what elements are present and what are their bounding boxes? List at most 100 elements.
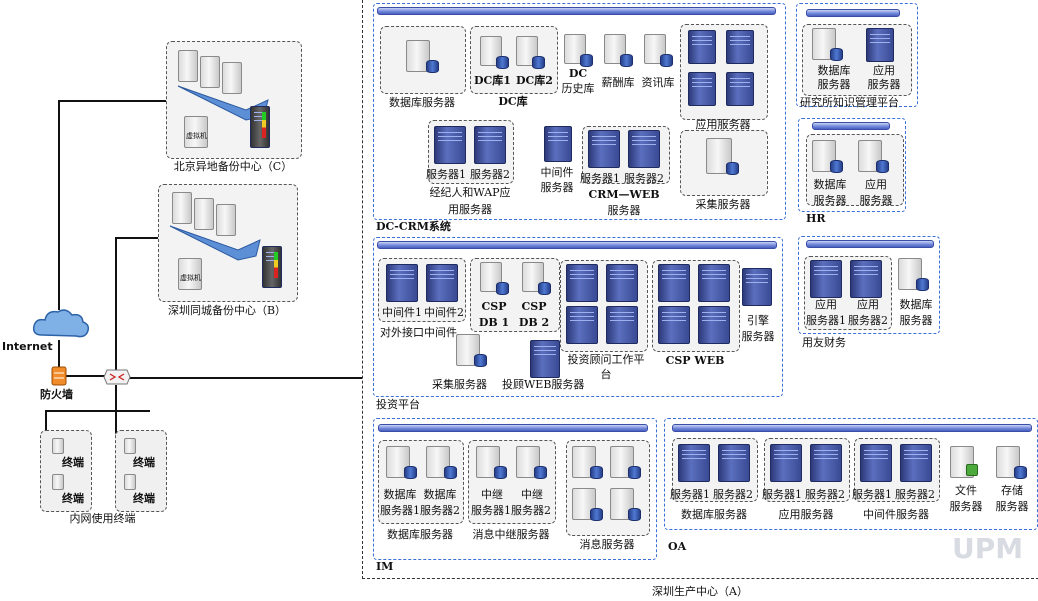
csp-db2-label-1: CSP [521, 300, 547, 313]
im-db1-label-1: 数据库 [383, 488, 417, 501]
im-db1-label-2: 服务器1 [380, 504, 420, 517]
switch-icon [103, 369, 131, 385]
db-icon [474, 354, 487, 367]
crm-web-label-2: 服务器 [607, 204, 641, 217]
terminal-label: 终端 [133, 456, 155, 469]
research-app-label-2: 服务器 [867, 78, 901, 91]
oa-mw-label: 中间件服务器 [863, 508, 929, 521]
pc-icon [124, 438, 136, 454]
dc-lib-1-label: DC库1 [474, 74, 511, 87]
shenzhen-storage-rack [262, 246, 282, 288]
invest-mw-server-2 [426, 264, 458, 302]
link-switch-production [125, 377, 362, 379]
rack-lights [274, 252, 278, 278]
advisor-server [566, 306, 598, 344]
advisor-label-1: 投资顾问工作平 [567, 353, 645, 366]
storage-label-2: 服务器 [995, 500, 1029, 513]
link-term-h [45, 410, 150, 412]
yonyou-bus [806, 240, 934, 248]
dc-crm-bus [377, 7, 776, 15]
hr-bus [812, 122, 890, 130]
research-db-server [812, 28, 836, 60]
csp-db2-label-2: DB 2 [518, 316, 550, 329]
engine-label-2: 服务器 [741, 330, 775, 343]
broker-server-2 [474, 126, 506, 164]
oa-db-server-2 [718, 444, 750, 482]
oa-db-item-2: 服务器2 [713, 488, 753, 501]
db-icon [628, 508, 641, 521]
info-label: 资讯库 [641, 76, 675, 89]
hr-db-server [812, 140, 836, 172]
db-icon [532, 56, 545, 69]
invest-group [373, 237, 783, 397]
engine-label-1: 引擎 [747, 314, 769, 327]
db-icon [494, 466, 507, 479]
shenzhen-vm-server [178, 258, 202, 290]
app-server [688, 30, 716, 64]
yonyou-app-server-2 [850, 260, 882, 298]
oa-label: OA [668, 540, 687, 553]
advisor-server [606, 306, 638, 344]
oa-app-item-2: 服务器2 [805, 488, 845, 501]
research-db-label-2: 服务器 [817, 78, 851, 91]
oa-mw-server-1 [860, 444, 892, 482]
research-label: 研究所知识管理平台 [800, 96, 899, 109]
yonyou-db-label-2: 服务器 [899, 314, 933, 327]
invest-mw-item-2: 中间件2 [424, 306, 464, 319]
collect-label: 采集服务器 [695, 198, 751, 211]
dc-crm-label: DC-CRM系统 [376, 220, 451, 233]
hr-db-label-2: 服务器 [813, 194, 847, 207]
production-center-label: 深圳生产中心（A） [652, 585, 748, 598]
terminal-label: 终端 [62, 456, 84, 469]
terminal-label: 终端 [133, 492, 155, 505]
middleware-server [544, 126, 572, 162]
db-icon [916, 278, 929, 291]
research-db-label-1: 数据库 [817, 64, 851, 77]
db-icon [726, 162, 739, 175]
dc-app-label: 应用服务器 [695, 118, 751, 131]
oa-mw-server-2 [900, 444, 932, 482]
oa-app-server-2 [810, 444, 842, 482]
oa-db-item-1: 服务器1 [670, 488, 710, 501]
middleware-label-2: 服务器 [540, 181, 574, 194]
production-center-boundary [362, 0, 1038, 579]
invest-mw-item-1: 中间件1 [382, 306, 422, 319]
pc-icon [124, 474, 136, 490]
db-icon [444, 466, 457, 479]
yonyou-app-server-1 [810, 260, 842, 298]
link-firewall [58, 340, 60, 370]
app-server [726, 72, 754, 106]
dc-lib-label: DC库 [498, 95, 528, 108]
beijing-vm-label: 虚拟机 [186, 132, 207, 140]
db-icon [496, 56, 509, 69]
dc-lib-2-label: DC库2 [516, 74, 553, 87]
shenzhen-server-3 [216, 204, 236, 236]
hr-app-label-1: 应用 [865, 178, 887, 191]
im-bus [378, 424, 648, 432]
shenzhen-vm-label: 虚拟机 [180, 274, 201, 282]
yonyou-group [798, 236, 940, 334]
advisor-web-label: 投顾WEB服务器 [502, 378, 585, 391]
crm-web-item-1: 服务器1 [580, 172, 620, 185]
beijing-storage-rack [250, 106, 270, 148]
research-group [796, 3, 918, 107]
hr-label: HR [806, 212, 826, 225]
dc-history-label-1: DC [568, 67, 588, 80]
rack-lights [262, 112, 266, 138]
beijing-vm-server [184, 116, 208, 148]
backup-arrow-icon [169, 225, 261, 261]
oa-bus [672, 424, 1032, 432]
oa-db-server-1 [678, 444, 710, 482]
csp-db1-label-2: DB 1 [478, 316, 510, 329]
csp-web-server [658, 264, 690, 302]
advisor-server [606, 264, 638, 302]
dc-history-label-2: 历史库 [561, 82, 595, 95]
invest-mw-label: 对外接口中间件 [380, 326, 457, 339]
link-switch-shenzhen [115, 237, 117, 372]
hr-app-label-2: 服务器 [859, 194, 893, 207]
advisor-label-2: 台 [600, 368, 612, 381]
storage-label-1: 存储 [1001, 484, 1023, 497]
crm-web-label-1: CRM—WEB [588, 188, 660, 201]
terminal-group-left [40, 430, 92, 512]
yonyou-app2-label-2: 服务器2 [848, 314, 888, 327]
